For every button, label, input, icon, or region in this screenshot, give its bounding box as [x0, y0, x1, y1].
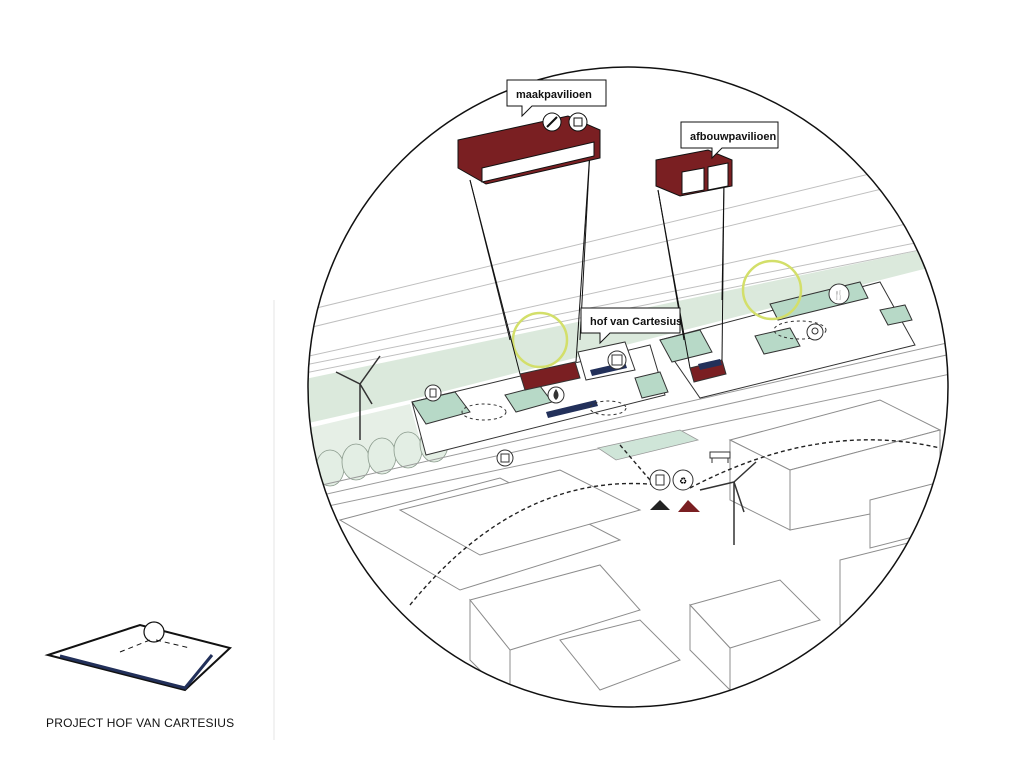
bench-icon	[709, 451, 731, 463]
water-drop-icon	[547, 386, 565, 404]
bin-icon	[649, 469, 671, 491]
waste-heap-dark	[650, 500, 670, 510]
maakpavilioen-block	[457, 115, 601, 185]
flow-arcs	[409, 439, 941, 606]
svg-text:🍴: 🍴	[833, 289, 844, 301]
label-maakpavilioen: maakpavilioen	[516, 89, 592, 101]
svg-text:♻: ♻	[679, 477, 687, 487]
battery-icon	[424, 384, 442, 402]
callout-maakpavilioen: maakpavilioen	[506, 79, 607, 132]
caption: PROJECT HOF VAN CARTESIUS	[46, 716, 235, 730]
isometric-view: ♻ 🍴	[308, 149, 948, 702]
recycle-icon: ♻	[672, 469, 694, 491]
solar-panel	[546, 400, 598, 418]
solar-panel	[698, 359, 722, 370]
site-icons: ♻ 🍴	[424, 283, 850, 491]
building-icon	[607, 350, 627, 370]
locator-circle	[143, 621, 165, 643]
windmill-icon	[699, 461, 757, 545]
bulb-icon	[806, 323, 824, 341]
label-hof-van-cartesius: hof van Cartesius	[590, 316, 682, 328]
pond	[596, 429, 700, 461]
cycle-arrows	[511, 259, 803, 369]
focus-circle	[307, 66, 949, 708]
waste-heap-red	[678, 500, 700, 512]
callout-afbouwpavilioen: afbouwpavilioen	[680, 121, 779, 160]
chef-icon	[568, 112, 588, 132]
windmill-icon	[335, 355, 381, 440]
afbouwpavilioen-block	[655, 149, 733, 197]
chef-icon	[496, 449, 514, 467]
fork-knife-icon: 🍴	[828, 283, 850, 305]
locator-map	[44, 621, 233, 692]
brush-icon	[542, 112, 562, 132]
label-afbouwpavilioen: afbouwpavilioen	[690, 131, 776, 143]
callout-hof: hof van Cartesius	[580, 307, 682, 345]
